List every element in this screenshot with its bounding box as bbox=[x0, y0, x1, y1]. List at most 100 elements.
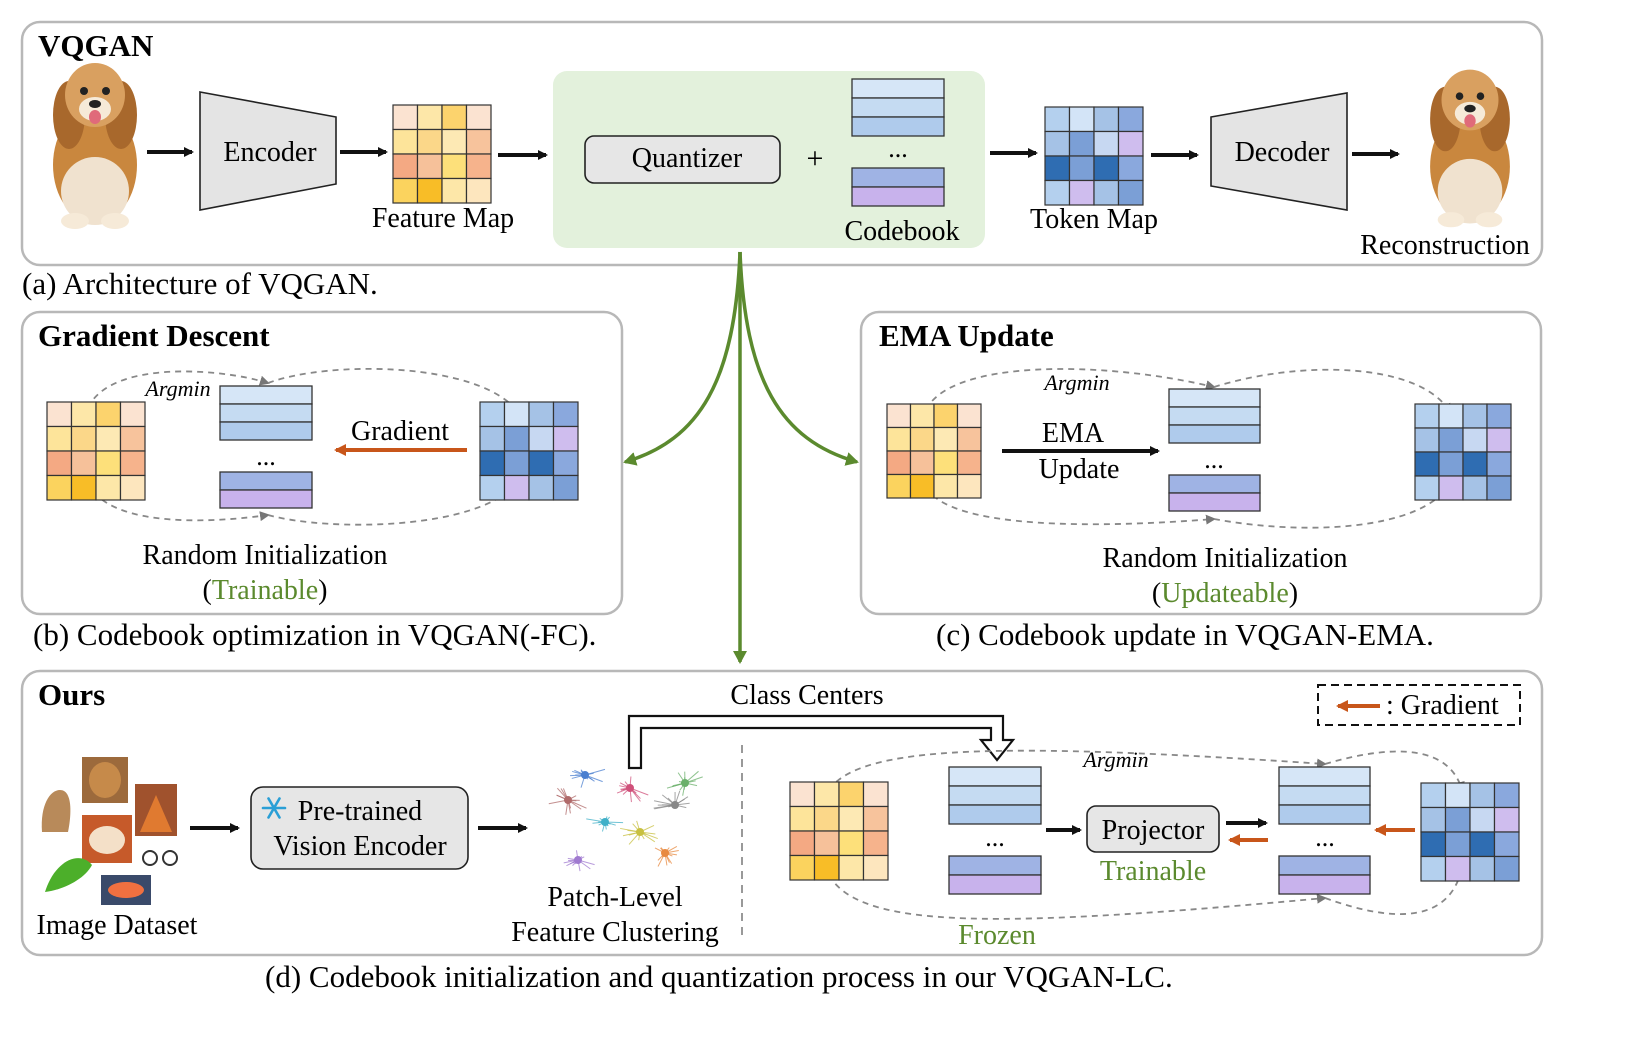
codebook-entry bbox=[948, 785, 1042, 806]
grid-cell bbox=[1068, 130, 1095, 157]
grid-cell bbox=[886, 473, 912, 499]
grid-cell bbox=[119, 401, 146, 428]
grid-cell bbox=[1469, 806, 1496, 833]
argmin-arc-top-right bbox=[1324, 750, 1465, 792]
grid-cell bbox=[46, 474, 73, 501]
panel-c-title: EMA Update bbox=[879, 318, 1054, 353]
grid-cell bbox=[1044, 155, 1071, 182]
codebook-entry bbox=[219, 421, 313, 441]
grid-cell bbox=[1444, 855, 1471, 882]
grid-cell bbox=[933, 473, 959, 499]
cluster-center bbox=[671, 801, 679, 809]
cluster-center bbox=[661, 849, 669, 857]
codebook-entry bbox=[219, 403, 313, 423]
reconstruction-label: Reconstruction bbox=[1360, 230, 1530, 261]
grid-cell bbox=[933, 450, 959, 476]
token-map-grid bbox=[1414, 403, 1512, 501]
dog-input-image bbox=[53, 63, 137, 229]
grid-cell bbox=[956, 403, 982, 429]
projector-label: Projector bbox=[1102, 815, 1205, 846]
grid-cell bbox=[119, 474, 146, 501]
grid-cell bbox=[813, 830, 840, 857]
grid-cell bbox=[1117, 130, 1144, 157]
grid-cell bbox=[1044, 179, 1071, 206]
feature-map-grid bbox=[392, 104, 492, 204]
grid-cell bbox=[1438, 427, 1464, 453]
codebook-entry bbox=[948, 855, 1042, 876]
grid-cell bbox=[1093, 179, 1120, 206]
grid-cell bbox=[70, 401, 97, 428]
gradient-label: Gradient bbox=[351, 416, 449, 447]
cluster-center bbox=[681, 779, 689, 787]
codebook-stack bbox=[1168, 388, 1261, 512]
grid-cell bbox=[1486, 451, 1512, 477]
grid-cell bbox=[416, 128, 443, 155]
cluster-center bbox=[581, 771, 589, 779]
grid-cell bbox=[552, 474, 579, 501]
grid-cell bbox=[1414, 403, 1440, 429]
argmin-label: Argmin bbox=[143, 376, 210, 401]
codebook-entry bbox=[1278, 804, 1371, 825]
grid-cell bbox=[1462, 451, 1488, 477]
grid-cell bbox=[503, 450, 530, 477]
plus-sign: + bbox=[807, 142, 824, 175]
frozen-label: Frozen bbox=[958, 920, 1036, 951]
random-init-label: Random Initialization bbox=[143, 540, 388, 571]
grid-cell bbox=[503, 401, 530, 428]
grid-cell bbox=[1486, 403, 1512, 429]
grid-cell bbox=[416, 104, 443, 131]
gradient-legend-box bbox=[1317, 684, 1521, 726]
feature-map-label: Feature Map bbox=[372, 203, 514, 234]
grid-cell bbox=[789, 854, 816, 881]
snowflake-icon bbox=[261, 797, 287, 819]
grid-cell bbox=[1420, 806, 1447, 833]
grid-cell bbox=[909, 403, 935, 429]
ema-label-line1: EMA bbox=[1042, 418, 1105, 449]
grid-cell bbox=[441, 104, 468, 131]
codebook-entry bbox=[1278, 855, 1371, 876]
grid-cell bbox=[95, 450, 122, 477]
green-arrow-to-ema bbox=[738, 251, 859, 466]
decoder-block bbox=[1210, 92, 1348, 211]
grid-cell bbox=[416, 153, 443, 180]
class-centers-label: Class Centers bbox=[730, 680, 883, 711]
grid-cell bbox=[1493, 831, 1520, 858]
grid-cell bbox=[1414, 475, 1440, 501]
class-centers-arrow bbox=[627, 714, 1016, 770]
argmin-arc-top-left bbox=[828, 749, 1327, 791]
grid-cell bbox=[1093, 130, 1120, 157]
panel-b-title: Gradient Descent bbox=[38, 318, 270, 353]
argmin-label: Argmin bbox=[1081, 747, 1148, 772]
dataset-thumb-redpanda-face bbox=[89, 826, 125, 854]
codebook-entry bbox=[851, 78, 945, 99]
grid-cell bbox=[1438, 451, 1464, 477]
grid-cell bbox=[1486, 475, 1512, 501]
frozen-codebook-stack bbox=[948, 766, 1042, 895]
grid-cell bbox=[1044, 106, 1071, 133]
codebook-entry bbox=[1278, 766, 1371, 787]
grid-cell bbox=[1093, 155, 1120, 182]
grid-cell bbox=[528, 474, 555, 501]
grid-cell bbox=[1462, 475, 1488, 501]
argmin-arc-top-left bbox=[87, 370, 270, 409]
grid-cell bbox=[119, 450, 146, 477]
grid-cell bbox=[392, 128, 419, 155]
grid-cell bbox=[503, 474, 530, 501]
panel-c: EMA Update Argmin EMA Update ... Random … bbox=[859, 310, 1543, 616]
grid-cell bbox=[1438, 403, 1464, 429]
trainable-label: Trainable bbox=[1100, 856, 1206, 887]
cluster-center bbox=[626, 784, 634, 792]
grid-cell bbox=[552, 450, 579, 477]
codebook-entry bbox=[1168, 424, 1261, 444]
grid-cell bbox=[465, 177, 492, 204]
codebook-entry bbox=[851, 167, 945, 188]
grid-cell bbox=[552, 425, 579, 452]
grid-cell bbox=[956, 426, 982, 452]
grid-cell bbox=[479, 425, 506, 452]
grid-cell bbox=[95, 474, 122, 501]
quantizer-label: Quantizer bbox=[632, 143, 743, 174]
panel-a: VQGAN Encoder Feature Map Quantizer + ..… bbox=[20, 20, 1544, 267]
grid-cell bbox=[465, 128, 492, 155]
grid-cell bbox=[70, 450, 97, 477]
